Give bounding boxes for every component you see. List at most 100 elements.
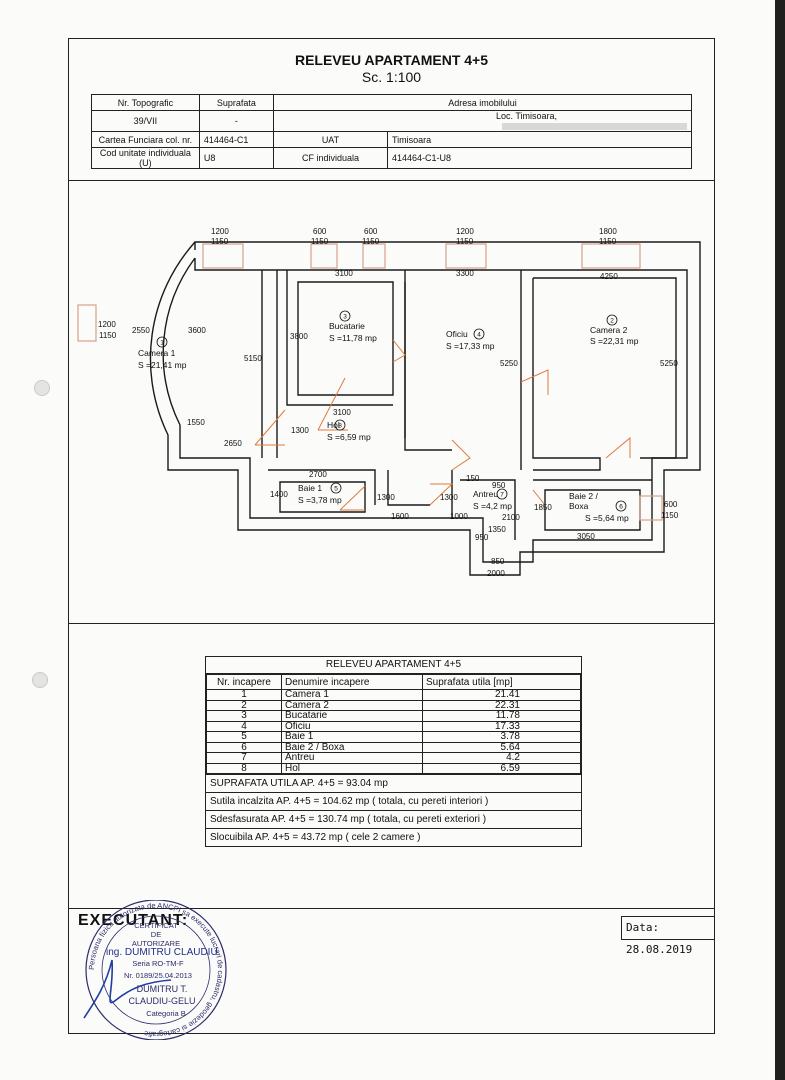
wall-baie1-right — [387, 470, 430, 506]
dim-4250: 4250 — [600, 272, 618, 281]
dim-3300: 3300 — [456, 269, 474, 278]
room-area-camera1: S =21,41 mp — [138, 360, 187, 370]
room-name-camera2: Camera 2 — [590, 325, 628, 335]
plan-walls — [149, 241, 701, 576]
dim-w4b: 1150 — [456, 237, 474, 246]
stamp-nr: Nr. 0189/25.04.2013 — [124, 971, 192, 980]
room-area-camera2: S =22,31 mp — [590, 336, 639, 346]
row-nr: 3 — [206, 710, 282, 722]
row-area: 3.78 — [422, 731, 581, 743]
info-header-topo: Nr. Topografic — [91, 94, 200, 111]
punch-hole-top — [34, 380, 50, 396]
footer-divider — [68, 908, 715, 909]
info-header-surface: Suprafata — [198, 94, 274, 111]
window-1 — [202, 243, 244, 269]
row-area: 5.64 — [422, 741, 581, 753]
row-name: Camera 1 — [281, 689, 423, 701]
dim-2100: 2100 — [502, 513, 520, 522]
room-marker-label-4: 4 — [477, 332, 481, 339]
room-name-baie1: Baie 1 — [298, 483, 322, 493]
row-nr: 7 — [206, 752, 282, 764]
room-name-bucatarie: Bucatarie — [329, 321, 365, 331]
window-6 — [77, 304, 97, 342]
info-cod-label: Cod unitate individuala (U) — [91, 147, 200, 169]
camera2-inner — [533, 277, 677, 459]
room-marker-6 — [615, 500, 627, 512]
dim-5250-a: 5250 — [500, 359, 518, 368]
row-name: Bucatarie — [281, 710, 423, 722]
room-area-antreu: S =4,2 mp — [473, 501, 512, 511]
row-nr: 1 — [206, 689, 282, 701]
rooms-legend: RELEVEU APARTAMENT 4+5 Nr. incapere Denu… — [205, 656, 582, 847]
info-cf-col-value: 414464-C1 — [198, 131, 274, 148]
room-area-bucatarie: S =11,78 mp — [329, 333, 377, 343]
dim-w5a: 1800 — [599, 227, 617, 236]
floor-plan: 1 2 3 4 5 6 7 8 Camera 1 S =21,41 mp Cam… — [77, 227, 701, 578]
stamp-outer-ring — [85, 900, 227, 1040]
room-area-baie1: S =3,78 mp — [298, 495, 342, 505]
room-marker-8 — [334, 419, 346, 431]
info-uat-label: UAT — [272, 131, 389, 148]
row-area: 22.31 — [422, 699, 581, 711]
dim-5250-b: 5250 — [660, 359, 678, 368]
room-name-baie2: Baie 2 / — [569, 491, 598, 501]
dim-1550: 1550 — [187, 418, 205, 427]
room-area-baie2: S =5,64 mp — [585, 513, 629, 523]
stamp-name1: DUMITRU T. — [137, 984, 188, 994]
room-marker-3 — [339, 310, 351, 322]
plan-windows — [77, 243, 663, 521]
legend-col-area: Suprafata utila [mp] — [422, 674, 581, 690]
room-labels: Camera 1 S =21,41 mp Camera 2 S =22,31 m… — [138, 321, 639, 523]
drawing-frame — [68, 38, 715, 1034]
dim-3600: 3600 — [188, 326, 206, 335]
info-cf-ind-label: CF individuala — [272, 147, 389, 169]
baie2-inner — [544, 489, 641, 531]
info-header-address: Adresa imobilului — [272, 94, 693, 111]
dim-600-right: 600 — [664, 500, 678, 509]
stamp-autorizare: AUTORIZARE — [132, 939, 180, 948]
room-marker-label-1: 1 — [160, 340, 164, 347]
wall-oficiu-left — [404, 270, 452, 451]
room-marker-label-5: 5 — [334, 486, 338, 493]
room-name-camera1: Camera 1 — [138, 348, 176, 358]
stamp-certificat: CERTIFICAT — [134, 921, 178, 930]
room-marker-label-7: 7 — [500, 492, 504, 499]
room-area-hol: S =6,59 mp — [327, 432, 371, 442]
row-nr: 6 — [206, 741, 282, 753]
info-table: Nr. Topografic Suprafata Adresa imobilul… — [91, 94, 693, 169]
info-surface-value: - — [198, 110, 274, 132]
room-marker-1 — [156, 336, 168, 348]
stamp-categoria: Categoria B — [146, 1009, 186, 1018]
dim-3050: 3050 — [577, 532, 595, 541]
plan-divider — [68, 623, 715, 624]
row-name: Antreu — [281, 752, 423, 764]
dim-2000: 2000 — [487, 569, 505, 578]
dim-1150-left: 1150 — [99, 331, 117, 340]
dim-2650: 2650 — [224, 439, 242, 448]
info-uat-value: Timisoara — [387, 131, 692, 148]
summary-suprafata-utila: SUPRAFATA UTILA AP. 4+5 = 93.04 mp — [206, 774, 581, 792]
handwritten-signature — [83, 959, 172, 1019]
wall-bucatarie — [286, 270, 393, 406]
info-topo-value: 39/VII — [91, 110, 200, 132]
punch-hole-bottom — [32, 672, 48, 688]
dim-w4a: 1200 — [456, 227, 474, 236]
address-redaction — [501, 123, 687, 131]
dim-w2b: 1150 — [311, 237, 329, 246]
dim-w1b: 1150 — [211, 237, 229, 246]
bucatarie-inner — [297, 281, 394, 396]
dim-1350: 1350 — [488, 525, 506, 534]
info-cf-ind-value: 414464-C1-U8 — [387, 147, 692, 169]
room-marker-label-6: 6 — [619, 504, 623, 511]
dim-1300-c: 1300 — [440, 493, 458, 502]
dim-1200-left: 1200 — [98, 320, 116, 329]
door-camera2 — [520, 369, 549, 395]
inner-wall-outline — [162, 257, 688, 563]
summary-slocuibila: Slocuibila AP. 4+5 = 43.72 mp ( cele 2 c… — [206, 828, 581, 846]
row-name: Baie 2 / Boxa — [281, 741, 423, 753]
